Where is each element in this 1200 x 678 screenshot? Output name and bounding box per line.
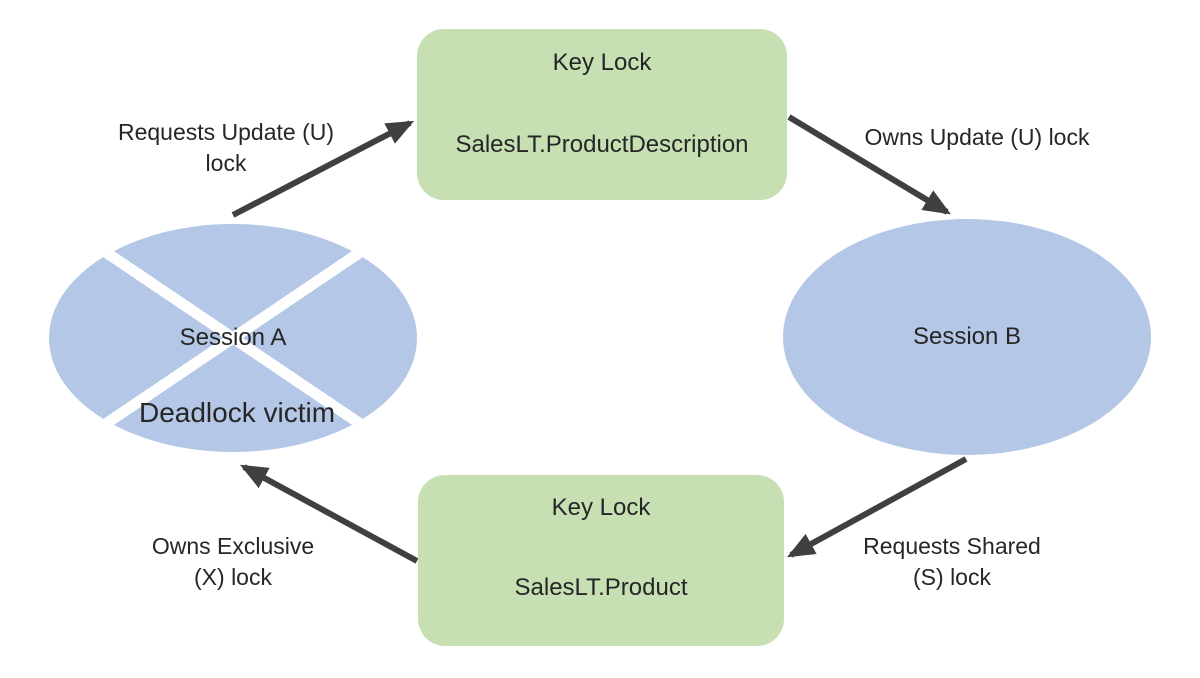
top-lock-object: SalesLT.ProductDescription bbox=[455, 131, 749, 158]
arrow-requests-update bbox=[231, 120, 415, 218]
session-b-label: Session B bbox=[912, 323, 1022, 350]
edge-label-owns-exclusive: Owns Exclusive (X) lock bbox=[83, 531, 383, 593]
bottom-lock-node: Key Lock SalesLT.Product bbox=[418, 475, 784, 646]
top-lock-title: Key Lock bbox=[552, 49, 652, 76]
edge-label-line: (S) lock bbox=[913, 564, 991, 590]
arrow-owns-exclusive bbox=[239, 464, 419, 564]
bottom-lock-title: Key Lock bbox=[551, 494, 651, 521]
bottom-lock-object: SalesLT.Product bbox=[514, 574, 688, 601]
session-a-label: Session A bbox=[179, 324, 287, 351]
deadlock-victim-label: Deadlock victim bbox=[138, 397, 336, 428]
edge-label-line: Requests Shared bbox=[863, 533, 1041, 559]
edge-label-line: Requests Update (U) bbox=[117, 119, 335, 145]
top-lock-node: Key Lock SalesLT.ProductDescription bbox=[417, 29, 787, 200]
arrow-owns-update bbox=[787, 114, 951, 215]
session-b-ellipse bbox=[783, 219, 1151, 455]
edge-label-line: (X) lock bbox=[194, 564, 272, 590]
edge-label-line: Owns Exclusive bbox=[151, 533, 315, 559]
edge-label-line: Owns Update (U) lock bbox=[864, 124, 1090, 150]
deadlock-cross bbox=[55, 224, 411, 452]
arrow-requests-shared bbox=[786, 456, 968, 558]
edge-label-line: lock bbox=[205, 150, 247, 176]
edge-label-requests-shared: Requests Shared (S) lock bbox=[802, 531, 1102, 593]
edge-label-requests-update: Requests Update (U) lock bbox=[76, 117, 376, 179]
edge-label-owns-update: Owns Update (U) lock bbox=[827, 122, 1127, 153]
cross-band-up-icon bbox=[55, 224, 411, 452]
